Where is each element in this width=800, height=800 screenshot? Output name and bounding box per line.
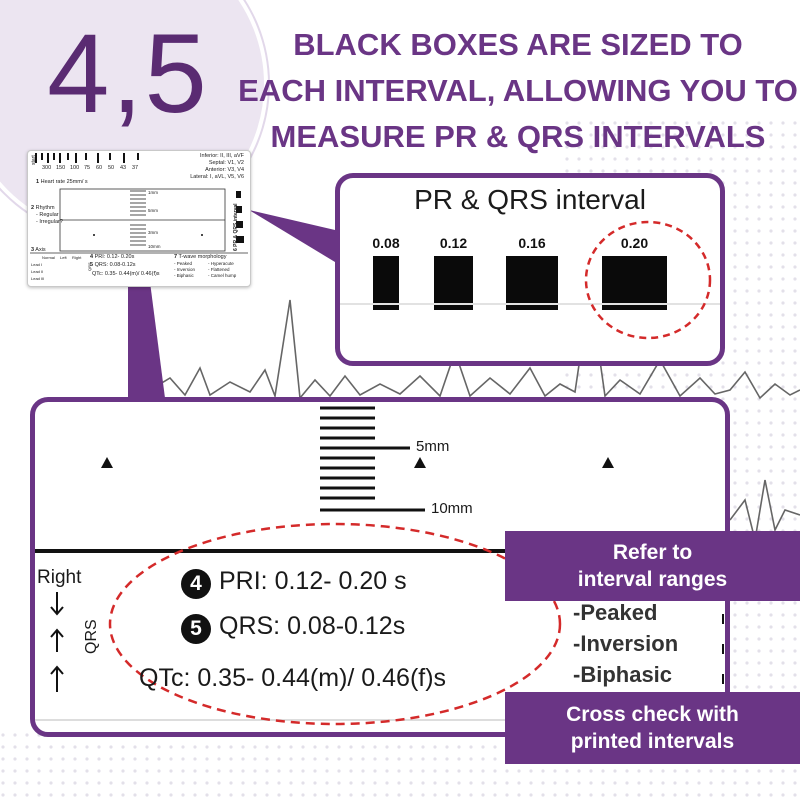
lead-lateral: Lateral: I, aVL, V5, V6 <box>190 174 244 180</box>
lead-septal: Septal: V1, V2 <box>208 160 244 166</box>
lead-anterior: Anterior: V3, V4 <box>205 167 244 173</box>
interval-label: 0.16 <box>518 235 546 251</box>
axis-col-right: Right <box>72 255 82 260</box>
axis-right-label: Right <box>37 567 82 588</box>
axis-lead-ii: Lead II <box>31 269 44 274</box>
headline-line-3: MEASURE PR & QRS INTERVALS <box>270 119 766 154</box>
qrs-range-text: QRS: 0.08-0.12s <box>219 612 406 640</box>
mm10-label: 10mm <box>148 244 161 249</box>
callout-divider <box>340 303 720 305</box>
mini-twave-item: - Camel hump <box>208 273 237 278</box>
mm1-label: 1mm <box>148 190 158 195</box>
zoom-pointer <box>128 282 165 398</box>
mini-twave-item: - Peaked <box>174 261 193 266</box>
mm3-label: 3mm <box>148 230 158 235</box>
interval-box <box>434 256 473 310</box>
heart-rate-label: Heart rate 25mm/ s <box>40 179 88 185</box>
axis-col-left: Left <box>60 255 67 260</box>
headline: BLACK BOXES ARE SIZED TO EACH INTERVAL, … <box>238 22 798 160</box>
rate-tick: 75 <box>84 165 91 171</box>
interval-boxes-callout: PR & QRS interval 0.08 0.12 0.16 0.20 <box>335 173 725 366</box>
mm5-label: 5mm <box>416 438 450 455</box>
rate-tick-labels: 300 150 100 75 60 50 43 37 <box>36 165 146 173</box>
side-label: 6 PR & QRS interval <box>233 203 239 251</box>
axis-col-normal: Normal <box>42 255 55 260</box>
ecg-trace-right <box>729 479 800 541</box>
heart-rate-row: 1 Heart rate 25mm/ s <box>36 179 88 185</box>
mini-qtc: QTc: 0.35- 0.44(m)/ 0.46(f)s <box>92 271 160 277</box>
interval-label: 0.12 <box>439 235 468 251</box>
mm10-label: 10mm <box>431 500 473 517</box>
rate-tick: 100 <box>70 165 80 171</box>
rate-tick: 150 <box>56 165 66 171</box>
interval-box <box>602 256 667 310</box>
rhythm-label: 2 Rhythm <box>31 205 55 211</box>
headline-line-1: BLACK BOXES ARE SIZED TO <box>293 27 743 62</box>
rate-tick: 50 <box>108 165 115 171</box>
mini-twave-item: - Biphasic <box>174 273 194 278</box>
refer-banner: Refer to interval ranges <box>505 531 800 601</box>
headline-line-2: EACH INTERVAL, ALLOWING YOU TO <box>238 73 798 108</box>
rate-tick: 43 <box>120 165 127 171</box>
callout-pointer <box>249 210 335 262</box>
mini-twave-title: 7 T-wave morphology <box>174 254 227 260</box>
twave-peaked: -Peaked <box>573 600 658 625</box>
marker-triangle <box>101 457 113 468</box>
qtc-range-text: QTc: 0.35- 0.44(m)/ 0.46(f)s <box>139 664 447 692</box>
pri-number-badge: 4 <box>181 569 211 599</box>
axis-label: 3 Axis <box>31 247 46 253</box>
rhythm-irregular: - Irregular? <box>36 219 63 225</box>
ruler-graphics <box>30 153 248 254</box>
rhythm-regular: - Regular <box>36 212 59 218</box>
mm5-label: 5mm <box>148 208 158 213</box>
marker-triangle <box>414 457 426 468</box>
qrs-vertical-label: QRS <box>83 619 100 654</box>
crosscheck-banner: Cross check with printed intervals <box>505 692 800 764</box>
ecg-ruler-card-preview: start 300 150 100 75 60 50 43 37 Inferio… <box>27 150 251 287</box>
lead-inferior: Inferior: II, III, aVF <box>199 153 244 159</box>
interval-label: 0.08 <box>372 235 400 251</box>
axis-lead-i: Lead I <box>31 262 43 267</box>
mini-twave-item: - Flattened <box>208 267 230 272</box>
crosscheck-banner-line: printed intervals <box>570 730 735 753</box>
mini-twave-item: - Inversion <box>174 267 196 272</box>
crosscheck-banner-line: Cross check with <box>566 703 739 726</box>
step-number: 4,5 <box>47 11 209 136</box>
qrs-number-badge: 5 <box>181 614 211 644</box>
highlight-dashed-ellipse <box>108 522 562 726</box>
rate-tick: 300 <box>42 165 52 171</box>
mini-pri: 4 PRI: 0.12- 0.20s <box>90 254 135 260</box>
rate-start-label: start <box>31 155 37 165</box>
interval-box <box>506 256 558 310</box>
rate-tick: 60 <box>96 165 103 171</box>
ecg-trace <box>149 289 800 400</box>
twave-biphasic: -Biphasic <box>573 662 673 687</box>
highlight-dashed-circle <box>584 220 712 340</box>
interval-box <box>373 256 399 310</box>
marker-triangle <box>602 457 614 468</box>
twave-inversion: -Inversion <box>573 631 679 656</box>
refer-banner-line: Refer to <box>612 541 693 564</box>
axis-lead-iii: Lead III <box>31 276 45 281</box>
interval-label: 0.20 <box>620 235 649 251</box>
mini-qrs: 5 QRS: 0.08-0.12s <box>90 262 136 268</box>
callout-title: PR & QRS interval <box>414 184 646 215</box>
mini-twave-item: - Hyperacute <box>208 261 234 266</box>
rate-tick: 37 <box>132 165 139 171</box>
pri-range-text: PRI: 0.12- 0.20 s <box>219 567 407 595</box>
refer-banner-line: interval ranges <box>577 568 728 591</box>
